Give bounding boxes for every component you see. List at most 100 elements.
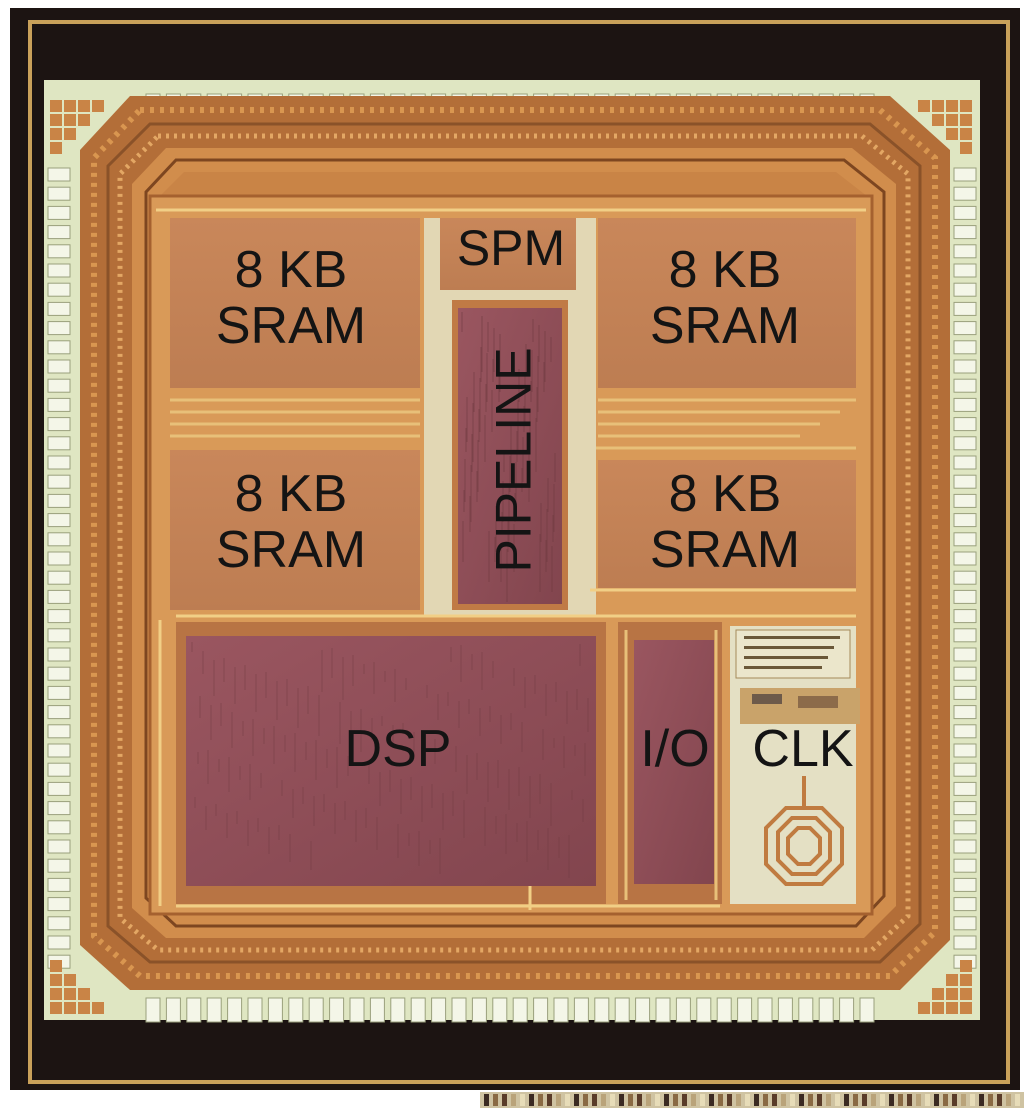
bond-pad xyxy=(953,493,977,508)
strip-tick xyxy=(961,1094,966,1106)
strip-tick xyxy=(736,1094,741,1106)
bond-pad xyxy=(953,205,977,220)
bond-pad xyxy=(267,997,283,1023)
corner-mark-square xyxy=(946,114,958,126)
bond-pad xyxy=(953,916,977,931)
strip-tick xyxy=(520,1094,525,1106)
bond-pad xyxy=(953,551,977,566)
corner-mark-square xyxy=(64,100,76,112)
core-routing xyxy=(156,208,866,910)
strip-tick xyxy=(952,1094,957,1106)
corner-mark-square xyxy=(960,1002,972,1014)
corner-mark-square xyxy=(50,974,62,986)
bond-pad xyxy=(818,997,834,1023)
bond-pad xyxy=(953,801,977,816)
strip-tick xyxy=(835,1094,840,1106)
strip-tick xyxy=(1015,1094,1020,1106)
bond-pad xyxy=(47,858,71,873)
label-sram-bottom-right-size: 8 KB xyxy=(668,465,782,523)
bond-pad xyxy=(451,997,467,1023)
sram-block-bottom-left xyxy=(170,450,420,610)
corner-mark-square xyxy=(960,974,972,986)
strip-tick xyxy=(808,1094,813,1106)
bond-pad xyxy=(47,724,71,739)
bond-pad xyxy=(47,359,71,374)
corner-mark-square xyxy=(932,1002,944,1014)
corner-mark-square xyxy=(64,988,76,1000)
strip-tick xyxy=(610,1094,615,1106)
bond-pad xyxy=(47,820,71,835)
bond-pad xyxy=(953,877,977,892)
bond-pad xyxy=(953,628,977,643)
bond-pad xyxy=(47,513,71,528)
bond-pad xyxy=(953,647,977,662)
label-sram-top-right: 8 KB SRAM xyxy=(620,241,830,354)
bond-pad xyxy=(410,997,426,1023)
strip-tick xyxy=(556,1094,561,1106)
strip-tick xyxy=(637,1094,642,1106)
strip-tick xyxy=(538,1094,543,1106)
bond-pad xyxy=(47,685,71,700)
tiny-text-line xyxy=(744,666,822,669)
bond-pad xyxy=(47,609,71,624)
bond-pad xyxy=(390,997,406,1023)
strip-tick xyxy=(646,1094,651,1106)
corner-mark-square xyxy=(932,988,944,1000)
corner-mark-square xyxy=(946,988,958,1000)
corner-mark-square xyxy=(960,988,972,1000)
strip-tick xyxy=(565,1094,570,1106)
bond-pad xyxy=(431,997,447,1023)
strip-tick xyxy=(682,1094,687,1106)
label-sram-bottom-left-size: 8 KB xyxy=(234,465,348,523)
strip-tick xyxy=(745,1094,750,1106)
bond-pad xyxy=(737,997,753,1023)
corner-mark-square xyxy=(92,100,104,112)
label-sram-top-left: 8 KB SRAM xyxy=(186,242,396,354)
bond-pad xyxy=(47,935,71,950)
bond-pad xyxy=(614,997,630,1023)
bond-pad xyxy=(206,997,222,1023)
bond-pad xyxy=(47,916,71,931)
corner-mark-square xyxy=(50,142,62,154)
corner-mark-square xyxy=(50,128,62,140)
bond-pad xyxy=(953,858,977,873)
bond-pad xyxy=(953,340,977,355)
strip-tick xyxy=(781,1094,786,1106)
bond-pad xyxy=(573,997,589,1023)
pipeline-texture xyxy=(461,312,556,602)
strip-tick xyxy=(718,1094,723,1106)
bond-pad xyxy=(349,997,365,1023)
bond-pad xyxy=(47,762,71,777)
strip-tick xyxy=(916,1094,921,1106)
strip-tick xyxy=(583,1094,588,1106)
bond-pad xyxy=(47,436,71,451)
corner-mark-square xyxy=(946,974,958,986)
label-sram-top-right-size: 8 KB xyxy=(668,241,782,299)
bond-pad xyxy=(953,839,977,854)
bond-pad xyxy=(47,378,71,393)
tiny-text-line xyxy=(744,636,840,639)
corner-mark-square xyxy=(64,128,76,140)
corner-mark-square xyxy=(918,100,930,112)
bond-pad xyxy=(953,532,977,547)
strip-tick xyxy=(511,1094,516,1106)
bond-pad xyxy=(953,225,977,240)
corner-mark-square xyxy=(64,114,76,126)
corner-mark-square xyxy=(64,1002,76,1014)
sram-wiring-right xyxy=(580,398,856,450)
bond-pad xyxy=(329,997,345,1023)
bond-pad xyxy=(953,244,977,259)
bond-pad xyxy=(47,493,71,508)
tiny-text-line xyxy=(744,646,834,649)
bond-pad xyxy=(953,609,977,624)
bond-pad xyxy=(953,589,977,604)
bond-pad xyxy=(953,417,977,432)
bond-pad xyxy=(953,167,977,182)
bond-pad xyxy=(594,997,610,1023)
bond-pad xyxy=(953,705,977,720)
bond-pad xyxy=(953,186,977,201)
bond-pad xyxy=(47,532,71,547)
strip-tick xyxy=(619,1094,624,1106)
strip-tick xyxy=(799,1094,804,1106)
corner-mark-square xyxy=(946,1002,958,1014)
